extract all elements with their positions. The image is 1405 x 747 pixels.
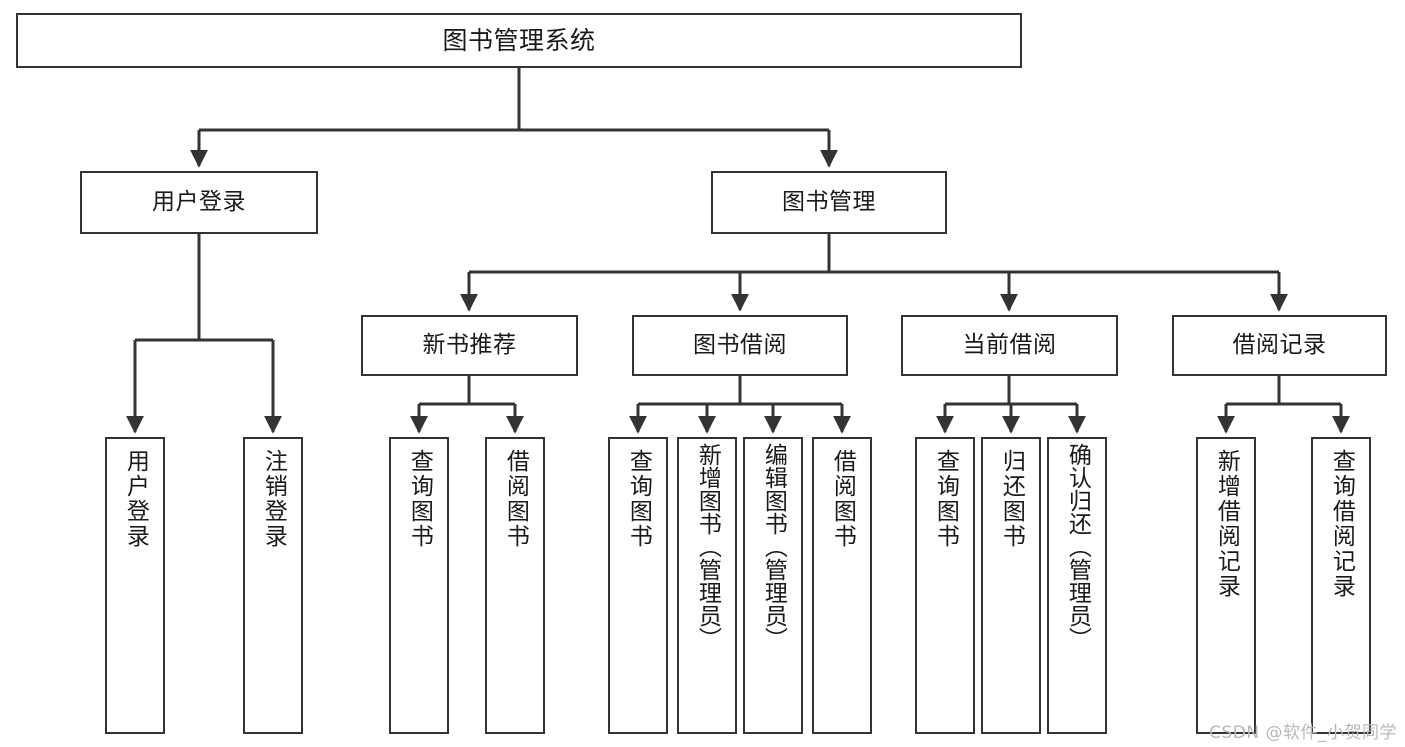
node-leaf-add-book-admin[interactable]: 新增图书（管理员）	[677, 437, 737, 734]
watermark-text: CSDN @软件_小贺同学	[1209, 723, 1397, 743]
node-label: 查询借阅记录	[1328, 449, 1355, 599]
node-current-borrow[interactable]: 当前借阅	[901, 315, 1118, 376]
node-leaf-query-book-borrow[interactable]: 查询图书	[608, 437, 668, 734]
node-leaf-borrow-book-rec[interactable]: 借阅图书	[485, 437, 545, 734]
node-label: 确认归还（管理员）	[1064, 443, 1091, 650]
node-book-borrow[interactable]: 图书借阅	[632, 315, 848, 376]
node-leaf-confirm-return-admin[interactable]: 确认归还（管理员）	[1047, 437, 1107, 734]
node-label: 图书管理系统	[442, 25, 596, 55]
node-label: 归还图书	[998, 449, 1025, 549]
node-label: 注销登录	[260, 449, 287, 549]
node-leaf-logout[interactable]: 注销登录	[243, 437, 303, 734]
node-new-book-recommend[interactable]: 新书推荐	[361, 315, 578, 376]
node-leaf-user-login[interactable]: 用户登录	[105, 437, 165, 734]
node-label: 新书推荐	[422, 331, 517, 358]
node-leaf-query-book-rec[interactable]: 查询图书	[389, 437, 449, 734]
node-user-login[interactable]: 用户登录	[80, 171, 318, 234]
node-book-management[interactable]: 图书管理	[711, 171, 947, 234]
node-label: 用户登录	[152, 188, 246, 215]
node-label: 编辑图书（管理员）	[760, 443, 787, 650]
node-label: 当前借阅	[962, 331, 1057, 358]
node-leaf-add-borrow-record[interactable]: 新增借阅记录	[1196, 437, 1256, 734]
node-leaf-edit-book-admin[interactable]: 编辑图书（管理员）	[743, 437, 803, 734]
node-leaf-return-book[interactable]: 归还图书	[981, 437, 1041, 734]
node-label: 用户登录	[122, 449, 149, 549]
node-label: 图书管理	[782, 188, 876, 215]
node-label: 新增图书（管理员）	[694, 443, 721, 650]
node-label: 查询图书	[932, 449, 959, 549]
node-leaf-query-book-current[interactable]: 查询图书	[915, 437, 975, 734]
node-root-system[interactable]: 图书管理系统	[16, 13, 1022, 68]
node-label: 借阅图书	[829, 449, 856, 549]
node-label: 查询图书	[406, 449, 433, 549]
node-label: 查询图书	[625, 449, 652, 549]
node-label: 借阅记录	[1232, 331, 1327, 358]
node-leaf-query-borrow-record[interactable]: 查询借阅记录	[1311, 437, 1371, 734]
node-label: 借阅图书	[502, 449, 529, 549]
node-leaf-borrow-book[interactable]: 借阅图书	[812, 437, 872, 734]
node-label: 新增借阅记录	[1213, 449, 1240, 599]
node-borrow-record[interactable]: 借阅记录	[1172, 315, 1387, 376]
node-label: 图书借阅	[693, 331, 787, 358]
